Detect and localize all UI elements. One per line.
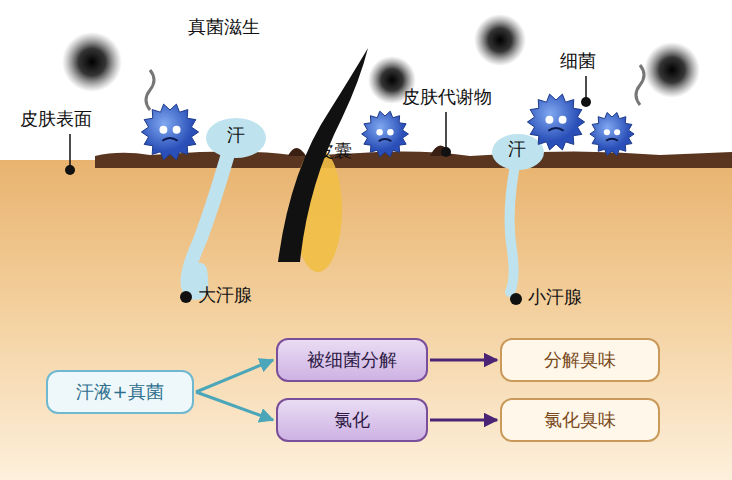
flow-arrow: [430, 419, 497, 422]
bacterium-eye: [604, 129, 610, 135]
apocrine-gland: [188, 140, 233, 293]
odor-cloud: [62, 32, 122, 92]
bacterium-eye: [159, 126, 167, 134]
process-box: 被细菌分解: [276, 338, 428, 382]
part-label: 汗: [227, 124, 245, 146]
bacterium: [141, 104, 198, 160]
process-box: 汗液+真菌: [46, 370, 194, 414]
bacterium-body: [141, 104, 198, 160]
leader-dot: [180, 291, 192, 303]
bacterium-mouth: [548, 128, 563, 131]
leader-dot: [65, 165, 75, 175]
bacterium-mouth: [379, 139, 392, 141]
hair: [278, 48, 368, 262]
box-text: 氯化: [334, 409, 370, 431]
bacterium-eye: [376, 129, 382, 135]
callout-bubble-text: 真菌滋生: [188, 16, 260, 38]
flow-arrow: [196, 360, 273, 392]
box-text: 被细菌分解: [307, 349, 397, 371]
box-text: 分解臭味: [544, 349, 616, 371]
bacterium: [527, 94, 584, 150]
bacterium-eye: [545, 116, 553, 124]
part-label: 细菌: [560, 50, 596, 72]
part-label: 皮肤代谢物: [402, 86, 492, 108]
leader-dot: [581, 97, 591, 107]
bacterium-body: [590, 113, 634, 156]
flow-arrow: [430, 359, 497, 362]
sweat-drop: [492, 134, 544, 170]
box-text: 氯化臭味: [544, 409, 616, 431]
box-text: 汗液+真菌: [76, 381, 163, 403]
process-box: 氯化: [276, 398, 428, 442]
odor-cloud: [474, 14, 526, 66]
leader-line: [585, 76, 587, 100]
bacterium-body: [527, 94, 584, 150]
part-label: 小汗腺: [528, 286, 582, 308]
odor-wisp: [636, 65, 644, 105]
odor-wisp: [146, 70, 154, 110]
odor-cloud: [644, 42, 700, 98]
bacterium-eye: [614, 129, 620, 135]
skin-layer: [0, 160, 732, 480]
leader-line: [445, 112, 447, 150]
leader-line: [69, 134, 71, 166]
part-label: 大汗腺: [198, 284, 252, 306]
leader-dot: [441, 147, 451, 157]
part-label: 皮肤表面: [20, 108, 92, 130]
part-label: 汗: [508, 138, 526, 160]
metabolite: [430, 146, 452, 157]
bacterium-eye: [173, 126, 181, 134]
bacterium: [590, 113, 634, 156]
skin-surface: [95, 151, 732, 168]
bacterium-mouth: [162, 138, 177, 141]
bacterium-mouth: [606, 139, 618, 141]
process-box: 分解臭味: [500, 338, 660, 382]
sweat-drop: [206, 118, 266, 158]
metabolite: [288, 148, 306, 156]
flow-arrow: [196, 392, 273, 420]
eccrine-gland: [510, 150, 518, 292]
bacterium-body: [362, 111, 409, 157]
process-box: 氯化臭味: [500, 398, 660, 442]
part-label: 皮囊: [316, 140, 352, 162]
bacterium-eye: [559, 116, 567, 124]
bacterium-eye: [387, 129, 393, 135]
leader-dot: [510, 293, 522, 305]
bacterium: [362, 111, 409, 157]
